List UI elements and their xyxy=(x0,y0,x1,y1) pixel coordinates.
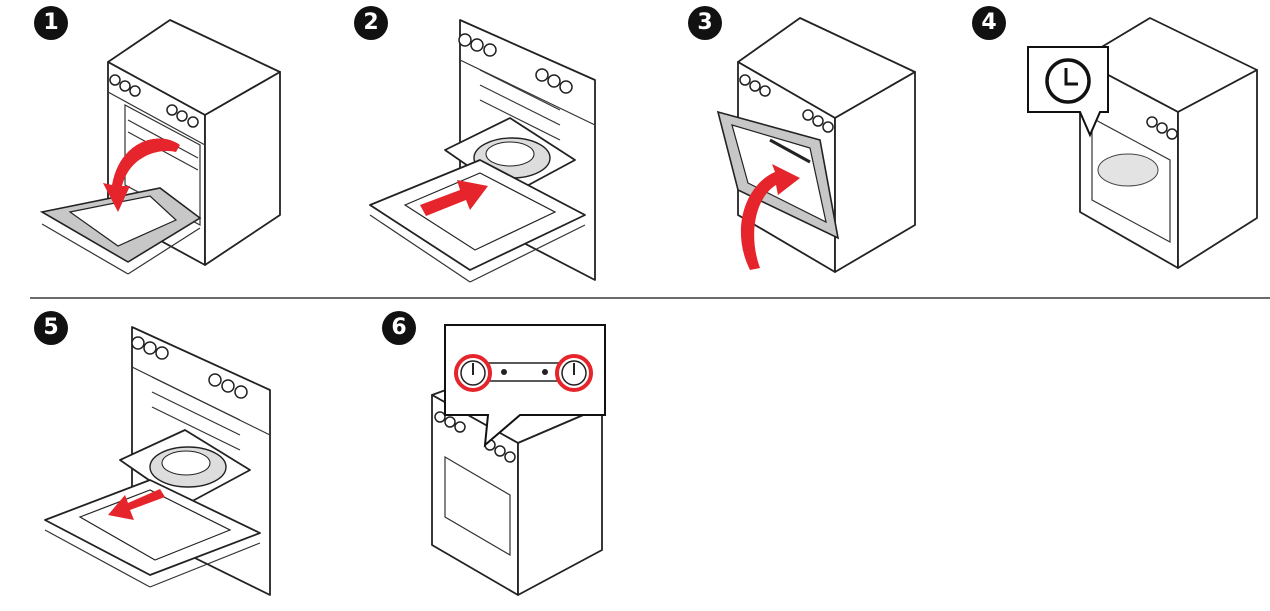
step-5: 5 xyxy=(0,305,300,611)
step-1-arrow-icon xyxy=(103,138,180,212)
left-knob-icon xyxy=(454,354,492,392)
step-5-arrow-icon xyxy=(108,489,165,520)
step-2-badge: 2 xyxy=(354,6,388,40)
step-1: 1 xyxy=(0,0,300,290)
step-1-badge: 1 xyxy=(34,6,68,40)
step-6: 6 xyxy=(370,305,630,611)
right-knob-icon xyxy=(555,354,593,392)
step-6-illustration xyxy=(431,324,606,596)
clock-icon xyxy=(1045,58,1091,104)
step-2-illustration xyxy=(369,19,596,283)
step-3-badge: 3 xyxy=(688,6,722,40)
step-2: 2 xyxy=(320,0,620,290)
step-3-arrow-icon xyxy=(740,164,800,270)
step-3: 3 xyxy=(660,0,950,290)
step-4: 4 xyxy=(960,0,1270,290)
step-3-illustration xyxy=(716,17,916,273)
step-5-illustration xyxy=(44,326,271,596)
step-2-arrow-icon xyxy=(420,180,488,216)
step-6-badge: 6 xyxy=(382,311,416,345)
row-divider xyxy=(30,297,1270,299)
step-4-illustration xyxy=(1027,17,1258,269)
step-4-badge: 4 xyxy=(972,6,1006,40)
step-5-badge: 5 xyxy=(34,311,68,345)
step-1-illustration xyxy=(39,19,281,275)
